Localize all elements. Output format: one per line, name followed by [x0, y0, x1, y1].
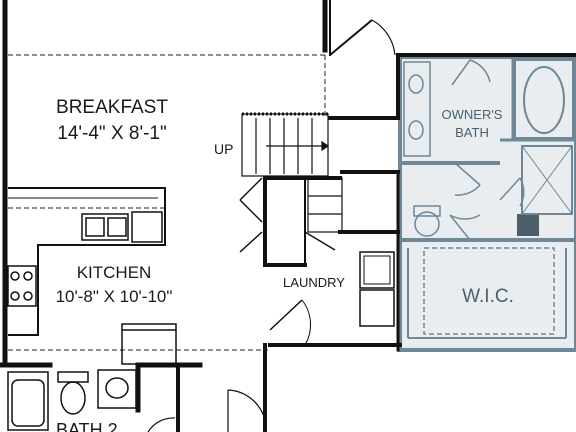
range-icon — [7, 265, 37, 307]
kitchen-name: KITCHEN — [77, 263, 152, 282]
breakfast-dims: 14'-4" X 8'-1" — [57, 123, 166, 144]
dishwasher — [131, 211, 163, 243]
sink-icon — [408, 120, 424, 140]
laundry-fixtures — [239, 177, 395, 346]
bath2-fixtures — [7, 369, 266, 432]
bathtub-icon — [7, 371, 49, 431]
dryer — [359, 289, 395, 327]
door-top — [329, 19, 396, 56]
kitchen-fixtures — [7, 187, 177, 365]
washer — [359, 251, 395, 289]
sink-icon — [105, 377, 129, 399]
stairs-label: UP — [214, 141, 233, 157]
bath2-name: BATH 2 — [56, 420, 118, 432]
stairs — [241, 112, 343, 233]
kitchen-dims: 10'-8" X 10'-10" — [56, 287, 173, 306]
owners-suite-highlight — [398, 55, 576, 352]
sink-icon — [85, 217, 105, 237]
toilet-icon — [60, 381, 86, 415]
dashed-lines — [8, 54, 326, 351]
laundry-name: LAUNDRY — [283, 275, 345, 290]
owners-bath-line2: BATH — [455, 125, 489, 140]
refrigerator — [121, 323, 177, 365]
bathtub-icon — [523, 66, 565, 134]
toilet-icon — [414, 211, 440, 237]
wic-name: W.I.C. — [462, 286, 514, 307]
owners-bath-line1: OWNER'S — [442, 107, 503, 122]
sink-icon — [107, 217, 127, 237]
breakfast-name: BREAKFAST — [56, 97, 168, 118]
sink-icon — [408, 74, 424, 94]
